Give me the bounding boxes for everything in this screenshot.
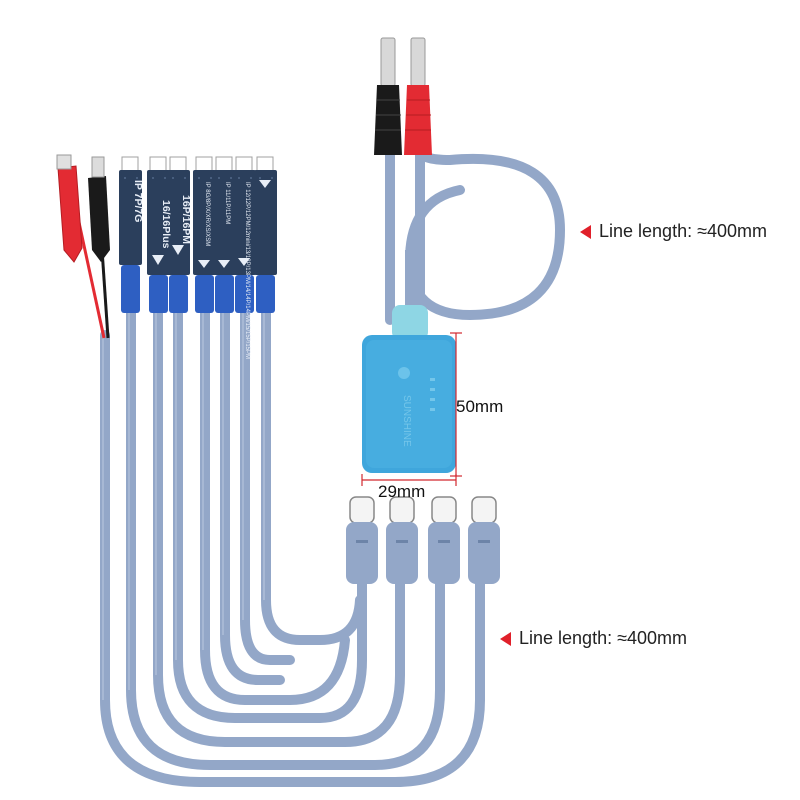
usb-c-plug-1 <box>346 496 378 584</box>
usb-c-plugs <box>346 496 500 584</box>
red-arrow-icon <box>580 225 591 240</box>
connector-12-15 <box>233 156 256 313</box>
top-line-length-label: Line length: ≈400mm <box>599 221 767 241</box>
connector-16pm <box>167 156 190 313</box>
bottom-cable-bundle <box>100 305 485 787</box>
red-arrow-icon <box>500 632 511 647</box>
dimension-lines <box>361 332 462 486</box>
connector-label-5: IP 11/11P/11PM <box>224 182 230 224</box>
box-height-label: 50mm <box>456 397 504 416</box>
connector-label-6: IP 12/12P/12PM/12mini/13/13P/13PM/14/14P… <box>244 182 250 359</box>
control-box: SUNSHINE <box>362 305 456 473</box>
svg-text:SUNSHINE: SUNSHINE <box>401 395 412 447</box>
connector-16plus <box>147 156 170 313</box>
top-line-length-annotation: Line length: ≈400mm <box>580 221 767 242</box>
connector-extra <box>254 156 277 313</box>
bottom-cable-highlights <box>102 310 265 700</box>
bottom-line-length-annotation: Line length: ≈400mm <box>500 628 687 649</box>
alligator-clips <box>56 154 110 339</box>
usb-c-plug-2 <box>386 496 418 584</box>
phone-connectors: IP 7P/7G 16/16Plus 16P/16PM IP 8G/8P/X/X… <box>119 156 277 359</box>
usb-c-plug-3 <box>428 496 460 584</box>
banana-plugs <box>374 37 432 155</box>
connector-ip7 <box>119 156 142 313</box>
box-width-label: 29mm <box>378 482 426 501</box>
connector-label-1: IP 7P/7G <box>132 180 144 222</box>
connector-label-2: 16/16Plus <box>160 200 172 249</box>
connector-11 <box>213 156 236 313</box>
bottom-line-length-label: Line length: ≈400mm <box>519 628 687 648</box>
usb-c-plug-4 <box>468 496 500 584</box>
connector-label-3: 16P/16PM <box>180 195 192 244</box>
connector-label-4: IP 8G/8P/X/XR/XS/XSM <box>204 182 210 246</box>
connector-8g-xsm <box>193 156 216 313</box>
